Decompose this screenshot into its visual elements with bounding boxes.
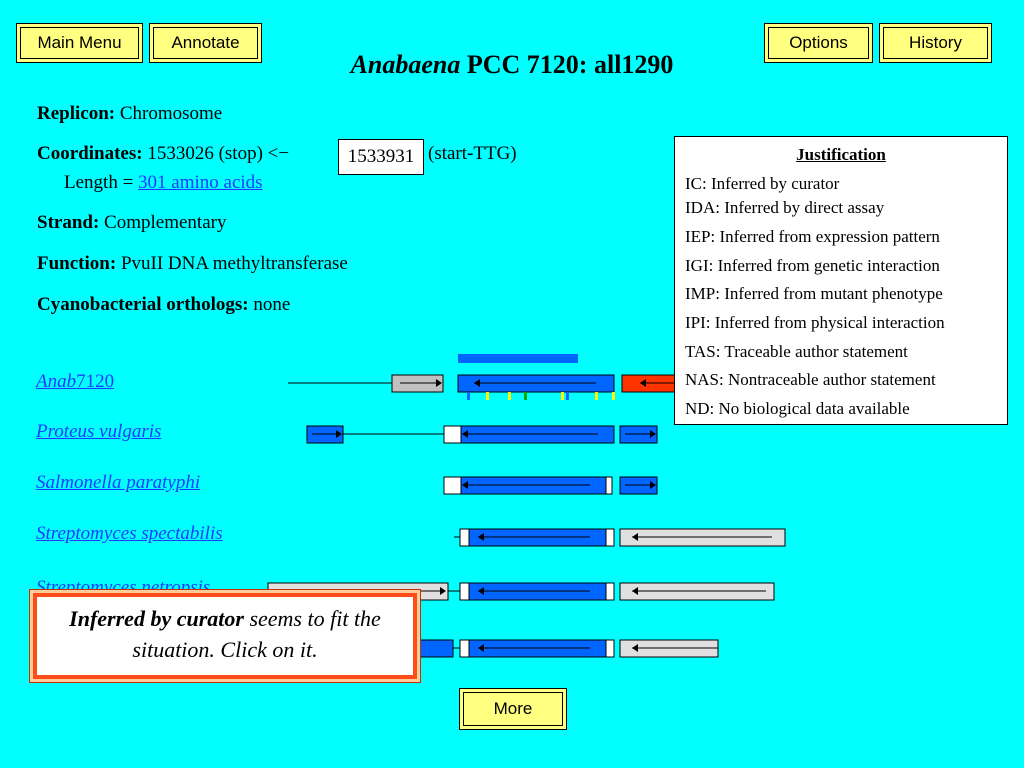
coordinates-stop: 1533026 (stop) <− <box>142 143 290 164</box>
row6-arrowhead-main <box>478 644 484 652</box>
justification-item-nas[interactable]: NAS: Nontraceable author statement <box>685 370 936 389</box>
strand-value: Complementary <box>99 212 227 233</box>
justification-item-ipi[interactable]: IPI: Inferred from physical interaction <box>685 313 945 332</box>
function-value: PvuII DNA methyltransferase <box>116 253 348 274</box>
row1-arrowhead-left <box>436 379 442 387</box>
row3-arrowhead-main <box>462 481 468 489</box>
replicon-value: Chromosome <box>115 103 223 124</box>
replicon-label: Replicon: <box>37 103 116 124</box>
row6-gene-main-cap <box>459 639 470 658</box>
tick <box>524 392 527 400</box>
justification-item-nd[interactable]: ND: No biological data available <box>685 399 910 418</box>
row1-arrowhead-right <box>640 379 646 387</box>
options-button[interactable]: Options <box>765 24 872 62</box>
row1-arrowhead-main <box>474 379 480 387</box>
row3-gene-main-cap <box>443 476 462 495</box>
row5-arrowhead-right <box>632 587 638 595</box>
replicon-row: Replicon: Chromosome <box>37 103 222 125</box>
orthologs-label: Cyanobacterial orthologs: <box>37 294 249 315</box>
hint-callout: Inferred by curator seems to fit the sit… <box>30 590 420 682</box>
row3-arrowhead-right <box>650 481 656 489</box>
title-rest: PCC 7120: all1290 <box>460 50 674 79</box>
strand-label: Strand: <box>37 212 100 233</box>
tick <box>595 392 598 400</box>
row4-arrowhead-right <box>632 533 638 541</box>
row3-gene-main-endcap <box>605 476 613 495</box>
justification-panel: Justification IC: Inferred by curator ID… <box>674 136 1008 425</box>
title-genus: Anabaena <box>350 50 461 79</box>
organism-link-proteus-vulgaris[interactable]: Proteus vulgaris <box>36 421 162 442</box>
function-label: Function: <box>37 253 117 274</box>
length-row: Length = 301 amino acids <box>64 172 263 194</box>
tick <box>561 392 564 400</box>
row4-arrowhead-main <box>478 533 484 541</box>
length-link[interactable]: 301 amino acids <box>138 172 263 193</box>
strand-row: Strand: Complementary <box>37 212 226 234</box>
hint-callout-bold: Inferred by curator <box>69 606 244 631</box>
organism-link-anab7120-rest: 7120 <box>76 371 115 392</box>
row4-gene-main-cap <box>459 528 470 547</box>
justification-item-ic[interactable]: IC: Inferred by curator <box>685 174 840 193</box>
main-menu-button[interactable]: Main Menu <box>17 24 142 62</box>
row2-gene-main-cap <box>443 425 462 444</box>
organism-link-anab7120-italic: Anab <box>36 371 77 392</box>
orthologs-value: none <box>248 294 291 315</box>
row5-gene-main-cap <box>459 582 470 601</box>
coordinates-label: Coordinates: <box>37 143 143 164</box>
page-title: Anabaena PCC 7120: all1290 <box>0 50 1024 80</box>
top-bar <box>458 354 578 363</box>
hint-callout-text: seems to fit the situation. Click on it. <box>132 606 381 662</box>
row5-arrowhead-main <box>478 587 484 595</box>
annotate-button[interactable]: Annotate <box>150 24 261 62</box>
row6-arrowhead-right <box>632 644 638 652</box>
row2-arrowhead-left <box>336 430 342 438</box>
coordinates-row: Coordinates: 1533026 (stop) <− <box>37 143 289 165</box>
tick <box>467 392 470 400</box>
row4-gene-main-endcap <box>605 528 615 547</box>
organism-link-streptomyces-spectabilis[interactable]: Streptomyces spectabilis <box>36 523 223 544</box>
more-button[interactable]: More <box>460 689 566 729</box>
justification-item-imp[interactable]: IMP: Inferred from mutant phenotype <box>685 284 943 303</box>
history-button[interactable]: History <box>880 24 991 62</box>
start-coordinate-field[interactable]: 1533931 <box>338 139 424 175</box>
orthologs-row: Cyanobacterial orthologs: none <box>37 294 290 316</box>
organism-link-salmonella-paratyphi[interactable]: Salmonella paratyphi <box>36 472 201 493</box>
justification-item-iep[interactable]: IEP: Inferred from expression pattern <box>685 227 940 246</box>
organism-link-streptomyces-netropsis[interactable]: Streptomyces netropsis <box>36 577 211 598</box>
tick <box>508 392 511 400</box>
justification-title: Justification <box>796 145 886 164</box>
tick <box>486 392 489 400</box>
justification-item-igi[interactable]: IGI: Inferred from genetic interaction <box>685 256 940 275</box>
row2-arrowhead-main <box>462 430 468 438</box>
length-label: Length = <box>64 172 139 193</box>
row6-gene-main-endcap <box>605 639 615 658</box>
justification-item-tas[interactable]: TAS: Traceable author statement <box>685 342 908 361</box>
tick <box>566 392 569 400</box>
row2-arrowhead-right <box>650 430 656 438</box>
justification-item-ida[interactable]: IDA: Inferred by direct assay <box>685 198 885 217</box>
function-row: Function: PvuII DNA methyltransferase <box>37 253 348 275</box>
tick <box>612 392 615 400</box>
organism-link-anab7120[interactable]: Anab7120 <box>36 371 114 393</box>
row5-gene-main-endcap <box>605 582 615 601</box>
row5-arrowhead-left <box>440 587 446 595</box>
coordinates-start-suffix: (start-TTG) <box>428 143 517 164</box>
